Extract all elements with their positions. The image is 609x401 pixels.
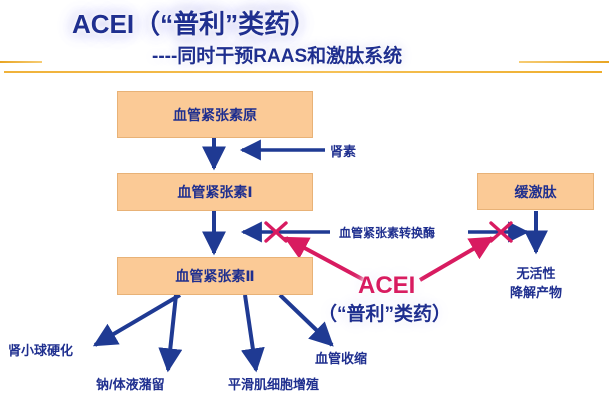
box-angiotensin-2-label: 血管紧张素Ⅱ <box>175 268 255 284</box>
label-ace-enzyme: 血管紧张素转换酶 <box>339 226 436 240</box>
label-acei-callout: ACEI <box>358 272 416 299</box>
header-rule-main <box>4 71 602 73</box>
box-angiotensinogen[interactable]: 血管紧张素原 <box>117 91 313 138</box>
box-bradykinin-label: 缓激肽 <box>514 183 557 200</box>
label-inactive-products-line1: 无活性 <box>516 266 556 281</box>
label-acei-callout-sub: （“普利”类药） <box>318 304 452 325</box>
header-rule-right-accent <box>519 61 609 63</box>
box-angiotensin-1-label: 血管紧张素Ⅰ <box>177 184 253 200</box>
block-x-right-icon <box>489 221 513 243</box>
arrow-acei-blocks-bradykinin-breakdown <box>418 236 495 282</box>
arrow-to-sodium-retention <box>158 294 183 373</box>
arrow-to-smooth-muscle <box>240 294 265 373</box>
effect-vasoconstriction: 血管收缩 <box>315 351 368 366</box>
page-title: ACEI（“普利”类药） <box>72 9 317 39</box>
label-inactive-products-line2: 降解产物 <box>509 285 562 300</box>
arrow-to-glomerulosclerosis <box>92 293 182 347</box>
effect-smooth-muscle-proliferation: 平滑肌细胞增殖 <box>228 377 320 392</box>
label-renin: 肾素 <box>330 144 357 159</box>
page-subtitle: ----同时干预RAAS和激肽系统 <box>152 46 403 67</box>
box-angiotensin-1[interactable]: 血管紧张素Ⅰ <box>117 173 313 211</box>
box-bradykinin[interactable]: 缓激肽 <box>477 173 594 210</box>
effect-glomerulosclerosis: 肾小球硬化 <box>8 343 74 358</box>
block-x-left-icon <box>264 221 288 243</box>
box-angiotensin-2[interactable]: 血管紧张素Ⅱ <box>117 257 313 295</box>
effect-sodium-fluid-retention: 钠/体液潴留 <box>96 377 165 392</box>
box-angiotensinogen-label: 血管紧张素原 <box>173 106 257 123</box>
header-rule-left-accent <box>0 61 42 63</box>
